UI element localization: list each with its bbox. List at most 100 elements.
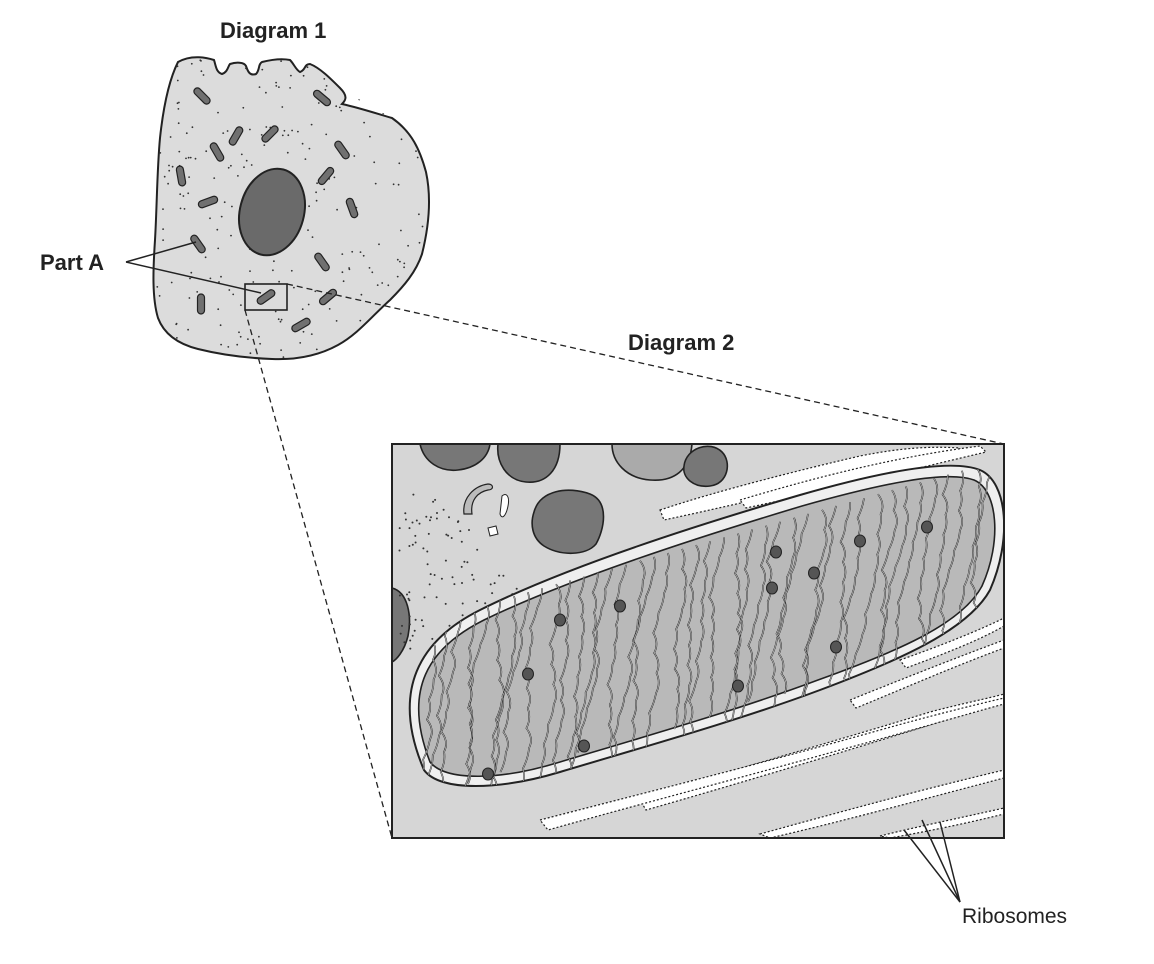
cytoplasm-dot <box>363 121 365 124</box>
vesicle <box>392 587 411 663</box>
cytoplasm-dot <box>240 304 242 306</box>
crista-highlight <box>846 494 883 695</box>
crista-highlight <box>607 564 627 765</box>
cytoplasm-dot <box>187 156 190 159</box>
cytoplasm-dot <box>307 229 309 232</box>
free-ribosome <box>472 578 475 581</box>
free-ribosome <box>460 565 463 568</box>
crista-highlight <box>440 611 461 786</box>
cytoplasm-dot <box>280 318 283 321</box>
cytoplasm-dot <box>263 144 266 147</box>
granule <box>578 739 590 753</box>
cytoplasm-dot <box>289 87 291 89</box>
free-ribosome <box>429 573 432 576</box>
cytoplasm-dot <box>290 74 292 77</box>
cytoplasm-dot <box>401 90 404 93</box>
granule <box>854 534 866 548</box>
crista-highlight <box>413 615 448 786</box>
cytoplasm-dot <box>157 132 160 135</box>
cytoplasm-dot <box>261 68 264 71</box>
crista-highlight <box>826 501 851 703</box>
cytoplasm-dot <box>304 158 307 161</box>
free-ribosome <box>399 632 402 635</box>
cytoplasm-dot <box>369 135 371 138</box>
cytoplasm-dot <box>385 87 388 90</box>
cytoplasm-dot <box>183 208 186 210</box>
free-ribosome <box>408 591 411 594</box>
crista-highlight <box>465 603 490 785</box>
diagram1-title: Diagram 1 <box>220 18 326 43</box>
cytoplasm-dot <box>265 126 268 128</box>
free-ribosome <box>444 602 447 605</box>
cytoplasm-dot <box>302 74 305 77</box>
mitochondrion <box>197 195 219 209</box>
free-ribosome <box>453 583 456 586</box>
ribosomes-label: Ribosomes <box>962 905 1067 928</box>
cytoplasm-dot <box>163 175 166 178</box>
cytoplasm-dot <box>169 136 172 138</box>
cytoplasm-dot <box>237 175 239 177</box>
cytoplasm-dot <box>162 228 165 231</box>
crista-highlight <box>799 509 827 730</box>
free-ribosome <box>426 563 429 566</box>
free-ribosome <box>423 596 426 599</box>
cytoplasm-dot <box>382 354 384 357</box>
granule <box>522 667 534 681</box>
cytoplasm-dot <box>398 162 401 165</box>
free-ribosome <box>489 583 492 586</box>
free-ribosome <box>430 516 432 519</box>
crista-highlight <box>409 619 437 786</box>
free-ribosome <box>415 519 418 522</box>
cytoplasm-dot <box>191 126 194 129</box>
cytoplasm-dot <box>220 275 222 278</box>
cytoplasm-dot <box>245 67 247 70</box>
cytoplasm-dot <box>325 133 328 136</box>
granule <box>808 566 820 580</box>
cytoplasm-dot <box>227 346 230 348</box>
crista-highlight <box>500 592 530 773</box>
cytoplasm-dot <box>240 153 243 156</box>
mitochondrion <box>256 289 276 305</box>
free-ribosome <box>432 500 435 503</box>
er-cisterna <box>849 639 1004 709</box>
cytoplasm-dot <box>336 208 338 211</box>
cytoplasm-dot <box>390 349 392 352</box>
cytoplasm-dot <box>385 357 388 360</box>
crista-highlight <box>642 552 670 774</box>
free-ribosome <box>461 602 464 605</box>
free-ribosome <box>422 547 425 550</box>
mitochondrion <box>190 234 206 254</box>
cytoplasm-dot <box>281 134 284 137</box>
crista-highlight <box>843 498 865 699</box>
cytoplasm-dot <box>275 85 278 87</box>
cytoplasm-dot <box>334 61 336 64</box>
cytoplasm-dot <box>238 331 240 334</box>
part-a-pointer-lines <box>125 241 262 294</box>
cytoplasm-dot <box>190 271 193 274</box>
cytoplasm-dot <box>418 213 420 216</box>
cytoplasm-dot <box>187 328 190 331</box>
cytoplasm-dot <box>170 281 173 284</box>
cytoplasm-dot <box>236 343 239 346</box>
cytoplasm-dot <box>382 112 385 115</box>
crista-highlight <box>776 513 809 694</box>
cytoplasm-dot <box>258 86 261 88</box>
free-ribosome <box>461 614 464 617</box>
zoom-lines <box>244 283 1005 839</box>
crista-highlight <box>956 466 982 647</box>
free-ribosome <box>406 593 408 596</box>
mitochondrion <box>193 87 211 105</box>
free-ribosome <box>471 573 474 576</box>
cytoplasm-dot <box>351 250 354 253</box>
cytoplasm-dot <box>231 205 233 208</box>
cytoplasm-dot <box>154 194 156 197</box>
cytoplasm-dot <box>218 281 220 283</box>
free-ribosome <box>435 517 438 520</box>
granule <box>921 520 933 534</box>
zoom-region-box <box>244 283 288 311</box>
crista-highlight <box>549 580 571 786</box>
cytoplasm-dot <box>398 343 400 346</box>
cytoplasm-dot <box>381 282 384 284</box>
cytoplasm-dot <box>371 100 374 102</box>
